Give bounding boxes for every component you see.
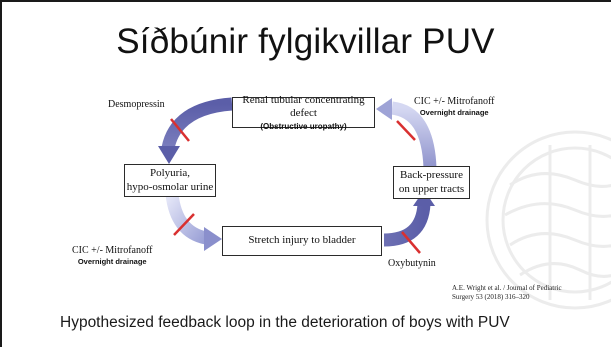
box-back-pressure: Back-pressure on upper tracts [393,166,470,199]
label-top-right-intervention: CIC +/- Mitrofanoff Overnight drainage [414,96,494,117]
university-seal-watermark [485,130,611,310]
arrow-top-left [161,97,233,150]
block-mark-oxybutynin [401,231,421,254]
box-backpressure-line2: on upper tracts [398,182,465,195]
label-bottom-left-intervention: CIC +/- Mitrofanoff Overnight drainage [72,245,152,266]
label-oxybutynin: Oxybutynin [388,258,436,270]
box-polyuria: Polyuria, hypo-osmolar urine [124,164,216,197]
slide-border-left [0,0,2,347]
slide-caption: Hypothesized feedback loop in the deteri… [60,314,510,331]
label-bottom-left-text: CIC +/- Mitrofanoff [72,245,153,256]
label-top-right-text: CIC +/- Mitrofanoff [414,96,495,107]
block-mark-bottom-left [173,213,195,236]
label-bottom-left-sub: Overnight drainage [77,257,147,266]
box-polyuria-line1: Polyuria, [149,167,191,180]
citation-line1: A.E. Wright et al. / Journal of Pediatri… [452,284,562,292]
box-polyuria-line2: hypo-osmolar urine [126,180,214,193]
block-mark-top-right [396,120,416,141]
box-stretch-injury: Stretch injury to bladder [222,226,382,256]
label-desmopressin-text: Desmopressin [108,99,165,110]
citation-line2: Surgery 53 (2018) 316–320 [452,293,530,302]
box-stretch-label: Stretch injury to bladder [248,234,356,247]
arrow-bottom-left [165,193,208,245]
slide-title: Síðbúnir fylgikvillar PUV [116,22,495,61]
label-desmopressin: Desmopressin [108,99,165,111]
arrow-top-right [390,101,437,169]
box-renal-sublabel: (Obstructive uropathy) [260,121,347,131]
arrow-head-top-box [376,98,392,120]
label-top-right-sub: Overnight drainage [419,108,489,117]
arrow-head-polyuria [158,146,180,164]
box-renal-concentrating-defect: Renal tubular concentrating defect (Obst… [232,93,375,131]
box-backpressure-line1: Back-pressure [400,169,463,182]
arrow-head-bladder [204,227,222,251]
arrow-bottom-right [383,203,431,247]
slide-border-top [0,0,611,2]
block-mark-desmopressin [170,118,190,142]
citation: A.E. Wright et al. / Journal of Pediatri… [452,284,611,303]
label-oxybutynin-text: Oxybutynin [388,258,436,269]
box-renal-label: Renal tubular concentrating defect [242,93,365,119]
